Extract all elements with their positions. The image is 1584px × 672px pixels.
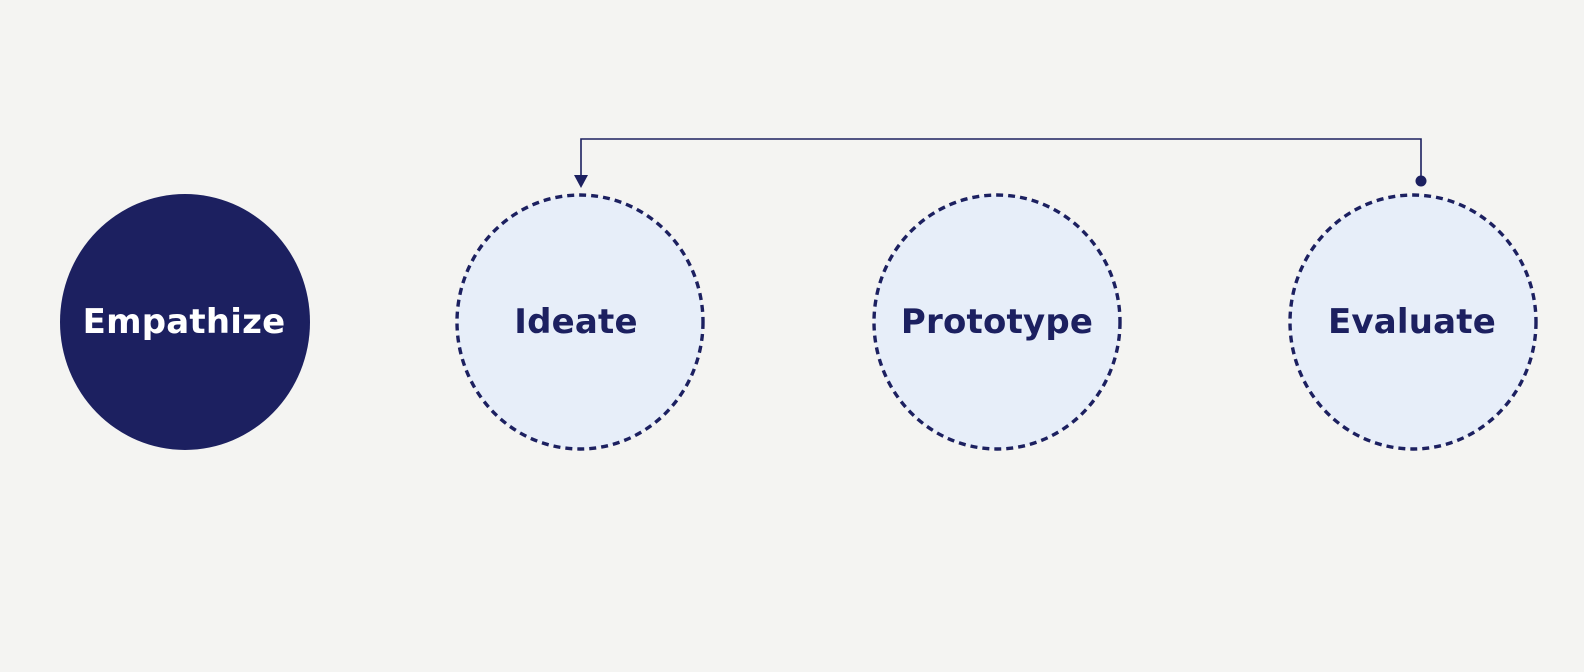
- step-label-empathize: Empathize: [82, 302, 286, 342]
- step-node-empathize: [60, 194, 310, 450]
- step-label-prototype: Prototype: [900, 302, 1094, 342]
- loop-arrowhead: [574, 175, 588, 188]
- step-label-ideate: Ideate: [514, 302, 638, 342]
- step-node-evaluate: [1288, 193, 1538, 451]
- loop-connector: [580, 138, 1422, 178]
- step-node-ideate: [455, 193, 705, 451]
- loop-start-dot: [1415, 175, 1427, 187]
- step-label-evaluate: Evaluate: [1327, 302, 1497, 342]
- step-node-prototype: [872, 193, 1122, 451]
